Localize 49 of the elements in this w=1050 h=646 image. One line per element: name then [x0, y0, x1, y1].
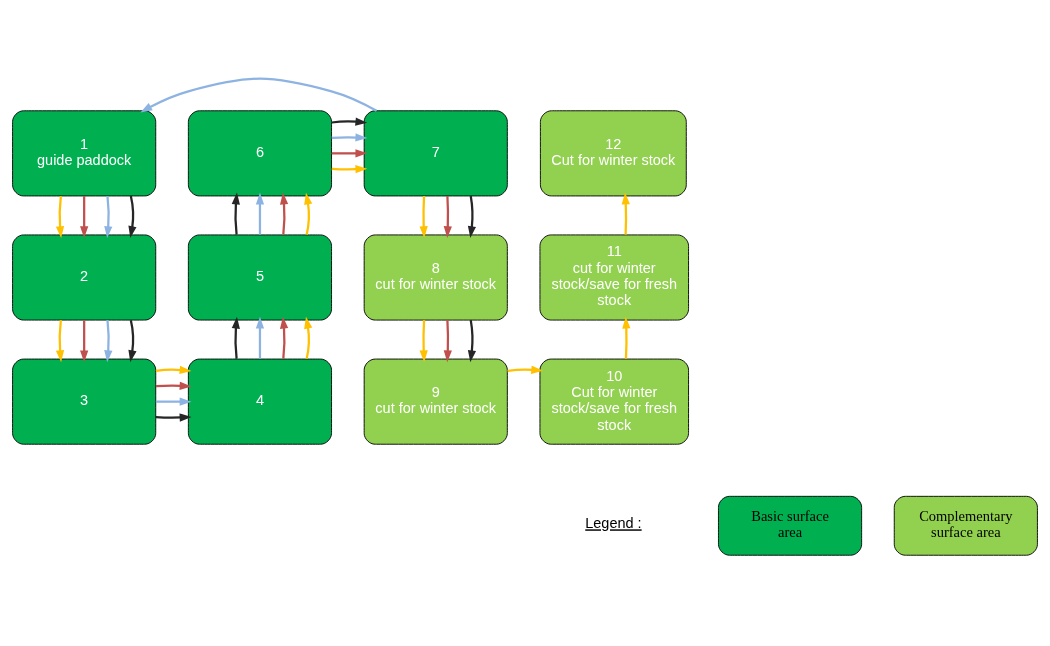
arrow [622, 316, 631, 359]
arrow [331, 132, 368, 142]
arrow [331, 164, 368, 173]
arrow [231, 192, 240, 235]
arrow [155, 381, 192, 390]
arrow [304, 192, 313, 235]
arrow [304, 316, 313, 359]
arrow [621, 192, 630, 235]
node-box: 12 Cut for winter stock [539, 109, 687, 196]
arrow [155, 397, 192, 406]
node-box: 9 cut for winter stock [363, 358, 508, 445]
node-box: 4 [187, 358, 332, 445]
node-box: 7 [363, 109, 508, 196]
node-box: 6 [187, 109, 332, 196]
arrow [331, 148, 368, 157]
arrow [55, 195, 65, 238]
arrow [443, 319, 452, 362]
arrow [128, 319, 137, 362]
arrow [279, 192, 289, 235]
arrow [155, 365, 192, 374]
arrow [104, 319, 113, 362]
node-box: 8 cut for winter stock [363, 233, 508, 321]
legend-label: Basic surface area [751, 507, 829, 540]
arrow [507, 365, 544, 374]
arrow [128, 195, 137, 238]
arrow [80, 319, 89, 362]
arrow [255, 316, 265, 359]
arrow [279, 316, 289, 359]
arrow [255, 192, 265, 235]
arrow [331, 117, 368, 126]
arrow [104, 195, 113, 238]
node-box: 10 Cut for winter stock/save for fresh stock [539, 358, 689, 445]
arrow [467, 195, 477, 238]
label: Legend : [585, 514, 642, 531]
arrow [231, 316, 240, 359]
arrow [140, 77, 378, 112]
node-box: 1 guide paddock [12, 109, 157, 196]
arrow [55, 319, 65, 362]
arrow [155, 412, 192, 422]
arrow [419, 319, 428, 362]
node-box: 11 cut for winter stock/save for fresh stock [539, 233, 689, 321]
arrow [467, 319, 477, 362]
legend-label: Complementary surface area [919, 507, 1013, 540]
node-box: 3 [12, 358, 157, 445]
node-box: 5 [187, 233, 332, 321]
node-box: 2 [12, 233, 157, 321]
arrow [419, 195, 428, 238]
arrow [80, 195, 89, 238]
arrow [443, 195, 452, 238]
